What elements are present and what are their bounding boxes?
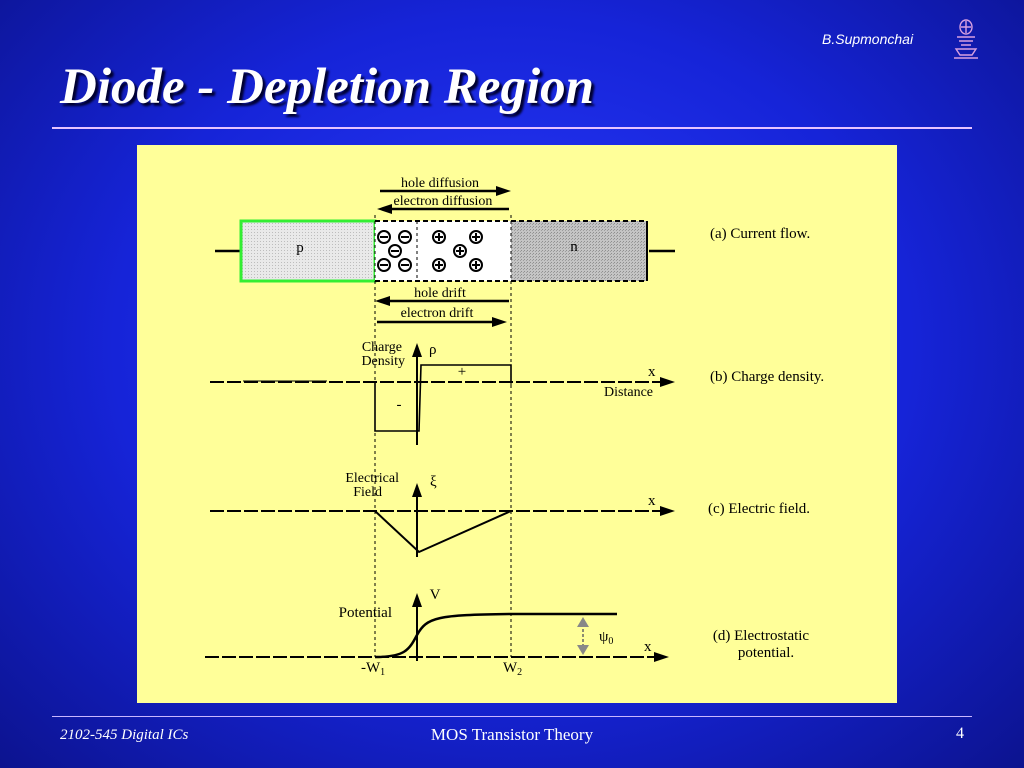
potential-x-label: x xyxy=(644,639,652,655)
charge-minus-sign: - xyxy=(397,397,402,413)
p-region xyxy=(239,219,377,283)
psi0-label: ψ0 xyxy=(599,629,613,647)
caption-charge-density: (b) Charge density. xyxy=(710,369,824,385)
hole-drift-arrowhead xyxy=(375,296,390,306)
positive-ions xyxy=(432,230,483,272)
electron-diffusion-arrowhead xyxy=(377,204,392,214)
potential-y-axis-arrowhead xyxy=(412,593,422,607)
title-underline xyxy=(52,127,972,129)
negative-ions xyxy=(377,230,412,272)
electron-drift-arrowhead xyxy=(492,317,507,327)
potential-x-axis-arrowhead xyxy=(654,652,669,662)
hole-drift-label: hole drift xyxy=(414,286,466,301)
footer-divider xyxy=(52,716,972,717)
caption-electric-field: (c) Electric field. xyxy=(708,501,810,517)
field-x-label: x xyxy=(648,493,656,509)
course-code: 2102-545 Digital ICs xyxy=(60,727,189,743)
charge-ylabel-line1: Charge xyxy=(362,340,402,355)
depletion-region-diagram: hole diffusion electron diffusion p n xyxy=(205,176,824,678)
charge-ylabel-line2: Density xyxy=(361,354,405,369)
field-y-axis-arrowhead xyxy=(412,483,422,497)
electric-field-section: Electrical Field ξ x (c) Electric field. xyxy=(210,471,810,557)
field-x-axis-arrowhead xyxy=(660,506,675,516)
caption-current-flow: (a) Current flow. xyxy=(710,226,810,242)
w2-label: W2 xyxy=(503,660,522,678)
lecture-topic: MOS Transistor Theory xyxy=(430,725,594,744)
w1-label: -W1 xyxy=(361,660,385,678)
caption-potential-line2: potential. xyxy=(738,645,794,661)
hole-diffusion-arrowhead xyxy=(496,186,511,196)
university-logo xyxy=(950,18,982,60)
caption-potential-line1: (d) Electrostatic xyxy=(713,628,810,644)
charge-y-axis-arrowhead xyxy=(412,343,422,357)
electron-diffusion-label: electron diffusion xyxy=(394,194,493,209)
potential-curve xyxy=(374,612,617,659)
distance-label: Distance xyxy=(604,385,653,400)
potential-ylabel: Potential xyxy=(339,605,392,621)
charge-density-curve xyxy=(374,364,512,432)
page-number: 4 xyxy=(956,725,964,742)
current-flow-section: hole diffusion electron diffusion p n xyxy=(215,176,810,385)
field-ylabel-line2: Field xyxy=(353,485,382,500)
charge-x-label: x xyxy=(648,364,656,380)
charge-plus-sign: + xyxy=(458,364,466,380)
n-region xyxy=(511,221,647,281)
field-symbol-xi: ξ xyxy=(430,474,437,490)
diagram-panel: hole diffusion electron diffusion p n xyxy=(137,145,897,703)
charge-density-section: Charge Density ρ + - x Distance (b) Char… xyxy=(210,340,824,445)
potential-symbol-v: V xyxy=(430,587,441,603)
p-region-label: p xyxy=(296,240,304,256)
slide-title: Diode - Depletion Region xyxy=(60,59,595,115)
potential-section: V Potential ψ0 x -W1 W2 (d) Electrostati… xyxy=(205,385,809,678)
hole-diffusion-label: hole diffusion xyxy=(401,176,479,191)
author-name: B.Supmonchai xyxy=(822,31,914,47)
field-ylabel-line1: Electrical xyxy=(345,471,399,486)
psi0-bottom-arrowhead xyxy=(577,645,589,655)
charge-x-axis-arrowhead xyxy=(660,377,675,387)
electric-field-curve xyxy=(374,510,512,554)
charge-symbol-rho: ρ xyxy=(429,342,437,358)
psi0-top-arrowhead xyxy=(577,617,589,627)
electron-drift-label: electron drift xyxy=(401,306,474,321)
n-region-label: n xyxy=(570,239,578,255)
